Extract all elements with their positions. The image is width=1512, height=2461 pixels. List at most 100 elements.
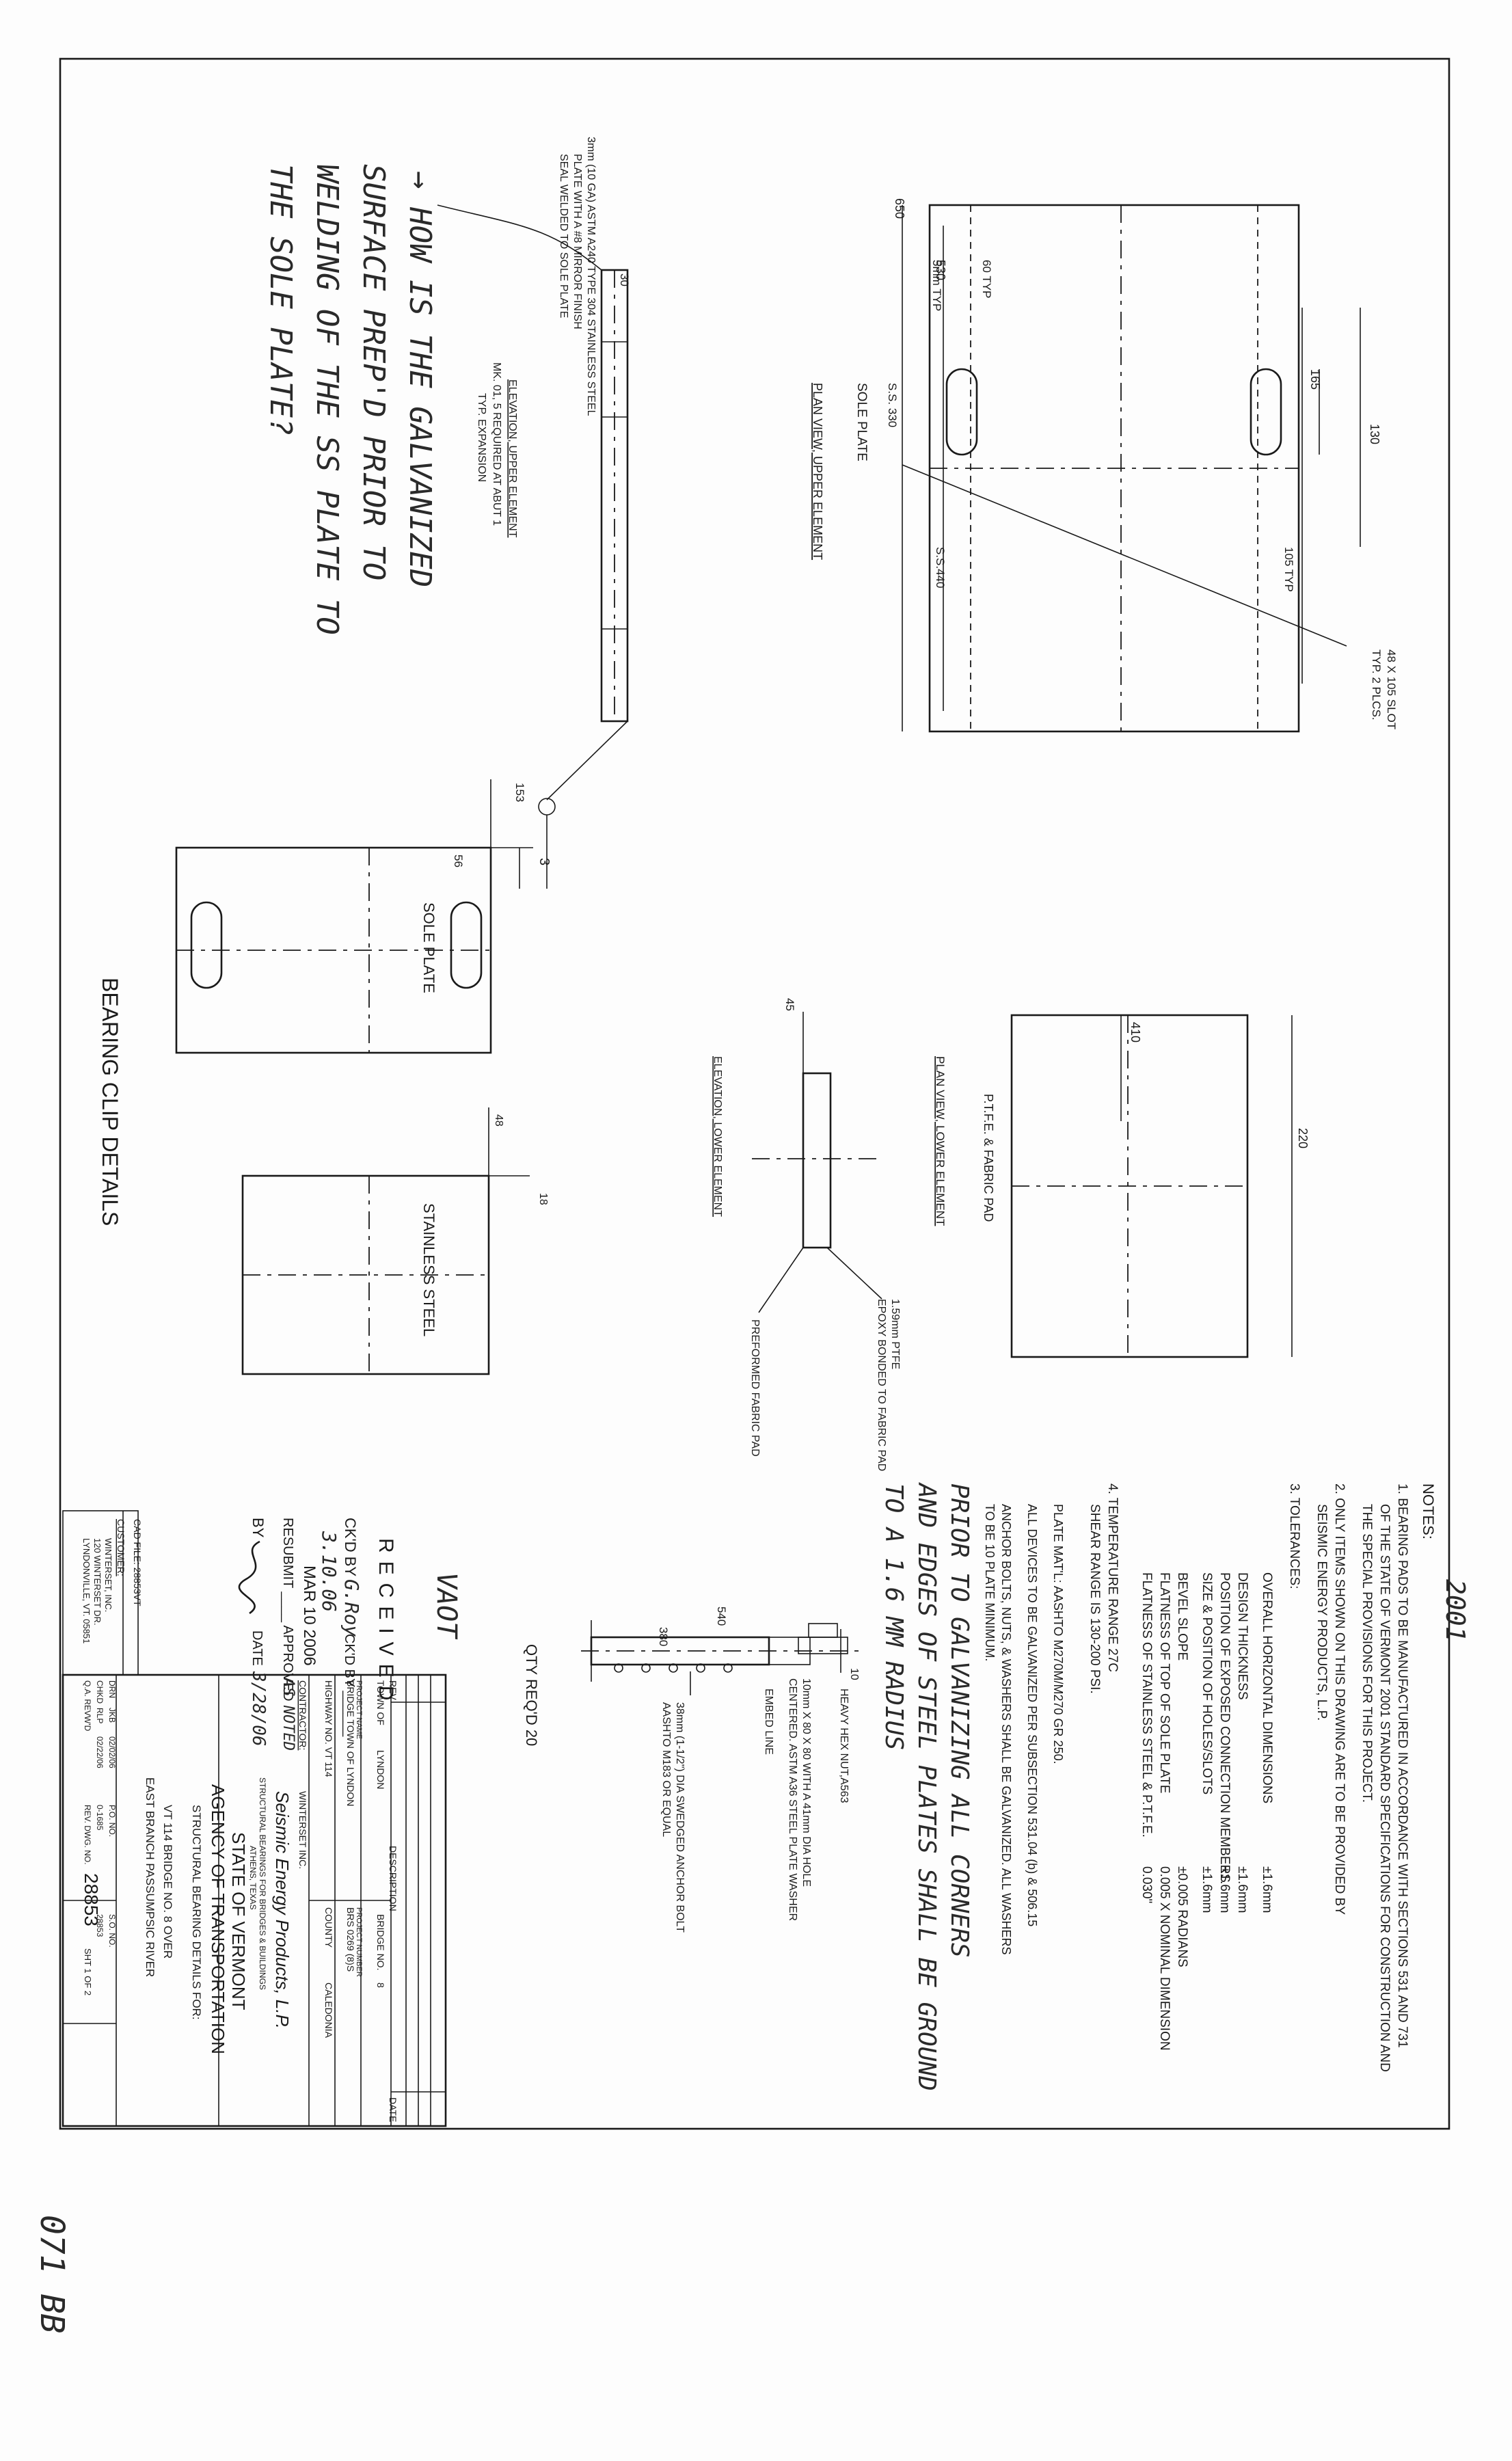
- cad-file: CAD FILE: 28853VT: [132, 1519, 143, 1606]
- slot-right: [1250, 368, 1282, 456]
- ptfe-note-1: 1.59mm PTFE: [889, 1299, 901, 1369]
- weld-3: 3: [537, 858, 552, 865]
- tol-1-value: ±1.6mm: [1235, 1866, 1250, 1913]
- stamp-date-value: 3/28/06: [248, 1671, 269, 1747]
- clip-sole-label: SOLE PLATE: [420, 902, 437, 993]
- approver-signature: [238, 1540, 260, 1615]
- tb-project-number-label: PROJECT NUMBER: [355, 1907, 363, 1977]
- tol-3-label: SIZE & POSITION OF HOLES/SLOTS: [1200, 1572, 1214, 1794]
- dim-380: 380: [657, 1627, 670, 1646]
- lower-plan-title: PLAN VIEW, LOWER ELEMENT: [934, 1056, 947, 1226]
- dim-48: 48: [493, 1114, 504, 1127]
- question-line-1: → HOW IS THE GALVANIZED: [403, 171, 437, 587]
- hex-nut: [808, 1623, 838, 1638]
- upper-elev-note-1: MK. 01, 5 REQUIRED AT ABUT 1: [491, 362, 502, 526]
- handwritten-question: → HOW IS THE GALVANIZED SURFACE PREP'D P…: [263, 164, 437, 635]
- tol-5-label: FLATNESS OF TOP OF SOLE PLATE: [1157, 1572, 1172, 1793]
- tb-project-name-label: PROJECT NAME: [355, 1680, 363, 1739]
- stamp-date: MAR 10 2006: [300, 1565, 319, 1666]
- question-line-4: THE SOLE PLATE?: [263, 164, 298, 435]
- tb-drn-by: JKB: [107, 1708, 117, 1723]
- stamp-received: RECEIVED: [375, 1538, 397, 1708]
- tb-company-city: ATHENS, TEXAS: [248, 1846, 258, 1910]
- tol-5-value: 0.005 X NOMINAL DIMENSION: [1157, 1866, 1172, 2051]
- bearing-clip-details: 153 56 SOLE PLATE 48 18 STAINLESS STEEL …: [98, 779, 549, 1375]
- tol-1-label: DESIGN THICKNESS: [1235, 1572, 1250, 1700]
- tb-river: EAST BRANCH PASSUMPSIC RIVER: [144, 1777, 157, 1977]
- stamp-ckd-signature: G.Roy: [340, 1579, 363, 1637]
- ptfe-pad-label: P.T.F.E. & FABRIC PAD: [982, 1094, 995, 1222]
- stamp-as-noted: AS NOTED: [280, 1677, 297, 1751]
- dim-30: 30: [618, 273, 631, 286]
- dim-153: 153: [513, 783, 526, 802]
- dim-130: 130: [1368, 424, 1381, 444]
- slot-note-1: 48 X 105 SLOT: [1385, 649, 1398, 729]
- tb-date: DATE: [388, 2097, 399, 2122]
- plate-note-3: ANCHOR BOLTS, NUTS, & WASHERS SHALL BE G…: [999, 1504, 1013, 1955]
- tb-chkd-by: RLP: [95, 1708, 105, 1723]
- tb-drn: DRN: [107, 1680, 117, 1698]
- clip-slot-left: [190, 901, 223, 989]
- ss-note-2: PLATE WITH A #8 MIRROR FINISH: [571, 154, 583, 330]
- tol-0-value: ±1.6mm: [1260, 1866, 1274, 1913]
- tb-chkd: CHKD: [95, 1680, 105, 1704]
- embed-line-note: EMBED LINE: [763, 1689, 774, 1755]
- tb-county: CALEDONIA: [323, 1982, 334, 2039]
- note-1c: THE SPECIAL PROVISIONS FOR THIS PROJECT.: [1360, 1504, 1374, 1803]
- lower-plan-view: 410 220 P.T.F.E. & FABRIC PAD PLAN VIEW,…: [934, 1014, 1310, 1358]
- dim-220: 220: [1296, 1128, 1310, 1148]
- ss-note-3: SEAL WELDED TO SOLE PLATE: [558, 154, 569, 318]
- tol-6-value: 0.030": [1139, 1866, 1154, 1903]
- note-3: 3. TOLERANCES:: [1287, 1483, 1301, 1589]
- tb-description: DESCRIPTION: [388, 1846, 399, 1911]
- weld-symbol: [538, 798, 556, 816]
- question-line-2: SURFACE PREP'D PRIOR TO: [356, 164, 391, 580]
- lower-elev-title: ELEVATION, LOWER ELEMENT: [712, 1056, 723, 1217]
- hand-note-3: TO A 1.6 MM RADIUS: [880, 1483, 908, 1750]
- tb-town: LYNDON: [375, 1750, 386, 1789]
- anchor-note-2: AASHTO M183 OR EQUAL: [660, 1702, 672, 1837]
- title-block: REV DESCRIPTION DATE TOWN OF LYNDON BRID…: [62, 1673, 447, 2127]
- dim-165: 165: [1308, 369, 1322, 390]
- customer-label: CUSTOMER:: [116, 1519, 126, 1576]
- tb-sht: SHT 1 OF 2: [83, 1948, 93, 1995]
- ss-note-1: 3mm (10 GA) ASTM A240 TYPE 304 STAINLESS…: [585, 137, 597, 416]
- stamp-date-label: DATE: [249, 1630, 265, 1666]
- dim-10: 10: [848, 1668, 860, 1680]
- tb-county-label: COUNTY: [323, 1907, 334, 1948]
- dim-540: 540: [715, 1606, 728, 1626]
- note-2b: SEISMIC ENERGY PRODUCTS, L.P.: [1314, 1504, 1329, 1721]
- tol-0-label: OVERALL HORIZONTAL DIMENSIONS: [1260, 1572, 1274, 1803]
- clip-ss-label: STAINLESS STEEL: [420, 1203, 437, 1336]
- tb-highway: HIGHWAY NO. VT 114: [323, 1680, 334, 1777]
- dim-410: 410: [1129, 1022, 1142, 1043]
- approval-stamp: VAOT RECEIVED CK'D BY G.Roy CK'D BY ____…: [238, 1518, 462, 1751]
- note-4a: 4. TEMPERATURE RANGE 27C: [1105, 1483, 1120, 1672]
- tb-project-name: BRIDGE TOWN OF LYNDON: [345, 1680, 356, 1806]
- anchor-note-1: 38mm (1-1/2") DIA SWEDGED ANCHOR BOLT: [674, 1702, 686, 1933]
- stamp-by: BY: [249, 1518, 267, 1538]
- vaot-mark: VAOT: [431, 1572, 462, 1640]
- tb-dwg: 28853: [81, 1873, 102, 1926]
- ptfe-note-2: EPOXY BONDED TO FABRIC PAD: [876, 1299, 887, 1471]
- dim-650: 650: [893, 198, 906, 219]
- sole-plate-label: SOLE PLATE: [854, 383, 869, 461]
- hand-note-1: PRIOR TO GALVANIZING ALL CORNERS: [945, 1483, 973, 1958]
- tb-bridge-no-label: BRIDGE NO.: [375, 1914, 386, 1970]
- tol-2-label: POSITION OF EXPOSED CONNECTION MEMBERS: [1217, 1572, 1232, 1883]
- tb-agency: AGENCY OF TRANSPORTATION: [208, 1784, 228, 2054]
- washer-note-1: 10mm X 80 X 80 WITH A 41mm DIA HOLE: [800, 1678, 812, 1887]
- tol-4-value: ±0.005 RADIANS: [1175, 1866, 1189, 1967]
- upper-elev-note-2: TYP. EXPANSION: [476, 393, 487, 482]
- tol-4-label: BEVEL SLOPE: [1175, 1572, 1189, 1660]
- tb-contractor-label: CONTRACTOR:: [297, 1680, 308, 1750]
- tb-bridge-desc: VT 114 BRIDGE NO. 8 OVER: [161, 1805, 174, 1959]
- customer-line-3: LYNDONVILLE, VT. 05851: [81, 1538, 92, 1643]
- dim-530: 530: [934, 260, 947, 280]
- tb-company: Seismic Energy Products, L.P.: [272, 1791, 293, 2029]
- dim-18: 18: [537, 1193, 549, 1205]
- tb-po-label: P.O. NO.: [107, 1805, 117, 1837]
- tb-rev: REV: [388, 1680, 399, 1700]
- customer-line-2: 120 WINTERSET DR.: [92, 1538, 103, 1626]
- upper-elev-leader: [546, 721, 628, 801]
